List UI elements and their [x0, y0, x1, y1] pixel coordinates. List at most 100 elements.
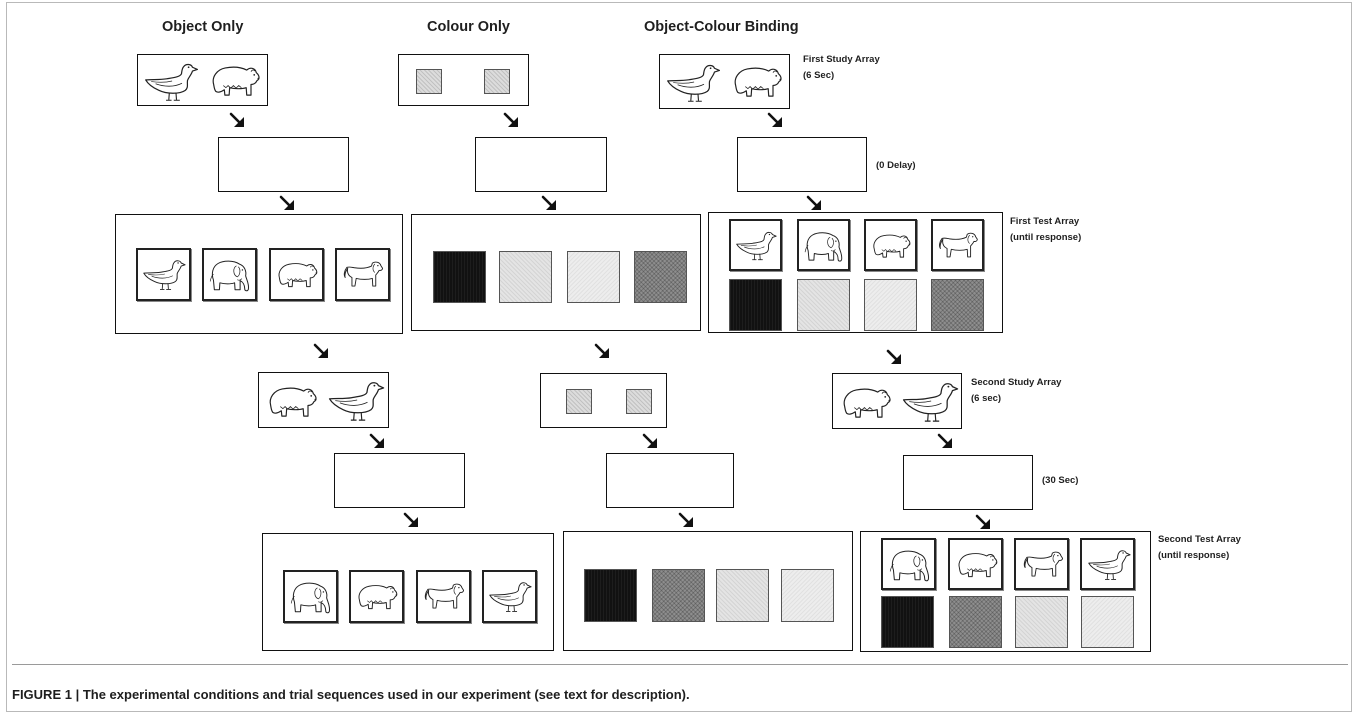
duck-icon: [902, 383, 959, 422]
arrow-icon: [678, 512, 695, 529]
colour-first-study-array: [398, 54, 529, 106]
colour-swatch: [949, 596, 1002, 648]
bear-icon: [358, 585, 398, 610]
arrow-icon: [403, 512, 420, 529]
bear-icon: [734, 67, 783, 97]
colour-swatch: [716, 569, 769, 622]
colour-swatch: [1015, 596, 1068, 648]
colour-second-blank-screen: [606, 453, 734, 508]
object-first-study-array: [137, 54, 268, 106]
arrow-icon: [886, 349, 903, 366]
object-second-study-array: [258, 372, 389, 428]
colour-first-test-array: [411, 214, 701, 331]
duck-icon: [1088, 550, 1131, 580]
dog-icon: [1023, 551, 1064, 577]
colour-swatch: [566, 389, 592, 414]
dog-icon: [424, 583, 465, 609]
arrow-icon: [642, 433, 659, 450]
colour-swatch: [499, 251, 552, 303]
binding-first-test-array: [708, 212, 1003, 333]
bear-icon: [843, 388, 892, 418]
colour-swatch: [781, 569, 834, 622]
colour-swatch: [931, 279, 984, 331]
bear-icon: [278, 263, 318, 288]
colour-swatch: [864, 279, 917, 331]
annotation-second-study-label: Second Study Array: [971, 377, 1062, 388]
colour-swatch: [881, 596, 934, 648]
colour-swatch: [584, 569, 637, 622]
colour-swatch: [416, 69, 442, 94]
arrow-icon: [937, 433, 954, 450]
annotation-first-study-label: First Study Array: [803, 54, 880, 65]
elephant-icon: [889, 550, 930, 582]
arrow-icon: [806, 195, 823, 212]
annotation-first-test: First Test Array (until response): [1010, 214, 1081, 246]
annotation-zero-delay: (0 Delay): [876, 160, 916, 171]
object-first-test-array: [115, 214, 403, 334]
elephant-icon: [209, 260, 250, 292]
arrow-icon: [313, 343, 330, 360]
annotation-first-test-label: First Test Array: [1010, 216, 1080, 227]
caption-divider: [12, 664, 1348, 665]
binding-test-card: [864, 219, 917, 271]
arrow-icon: [229, 112, 246, 129]
duck-icon: [736, 231, 777, 261]
annotation-second-test: Second Test Array (until response): [1158, 532, 1241, 564]
object-test-card: [335, 248, 390, 301]
object-test-card: [136, 248, 191, 301]
binding-second-blank-screen: [903, 455, 1033, 510]
colour-swatch: [567, 251, 620, 303]
binding-test-card: [797, 219, 850, 271]
annotation-thirty-sec: (30 Sec): [1042, 475, 1079, 486]
bear-icon: [269, 387, 318, 417]
object-test-card: [349, 570, 404, 623]
object-test-card: [416, 570, 471, 623]
annotation-second-test-duration: (until response): [1158, 550, 1230, 561]
colour-swatch: [484, 69, 510, 94]
annotation-second-study: Second Study Array (6 sec): [971, 375, 1061, 407]
arrow-icon: [975, 514, 992, 531]
binding-second-study-array: [832, 373, 962, 429]
arrow-icon: [767, 112, 784, 129]
figure-panel: [6, 2, 1352, 712]
colour-swatch: [729, 279, 782, 331]
binding-test-card: [931, 219, 984, 271]
colour-swatch: [634, 251, 687, 303]
arrow-icon: [279, 195, 296, 212]
binding-first-blank-screen: [737, 137, 867, 192]
object-second-blank-screen: [334, 453, 465, 508]
title-object-only: Object Only: [162, 19, 244, 35]
arrow-icon: [503, 112, 520, 129]
title-object-colour-binding: Object-Colour Binding: [644, 19, 799, 35]
object-first-blank-screen: [218, 137, 349, 192]
colour-swatch: [433, 251, 486, 303]
colour-swatch: [652, 569, 705, 622]
elephant-icon: [290, 582, 331, 614]
title-colour-only: Colour Only: [427, 19, 510, 35]
duck-icon: [143, 260, 186, 290]
arrow-icon: [541, 195, 558, 212]
duck-icon: [145, 63, 199, 101]
binding-test-card: [1080, 538, 1135, 590]
object-test-card: [202, 248, 257, 301]
bear-icon: [958, 553, 998, 578]
binding-test-card: [729, 219, 782, 271]
arrow-icon: [594, 343, 611, 360]
arrow-icon: [369, 433, 386, 450]
duck-icon: [667, 64, 721, 102]
annotation-first-test-duration: (until response): [1010, 232, 1082, 243]
binding-test-card: [948, 538, 1003, 590]
object-test-card: [482, 570, 537, 623]
binding-test-card: [881, 538, 936, 590]
bear-icon: [212, 66, 261, 96]
colour-second-test-array: [563, 531, 853, 651]
annotation-second-test-label: Second Test Array: [1158, 534, 1241, 545]
annotation-first-study: First Study Array (6 Sec): [803, 52, 880, 84]
annotation-first-study-duration: (6 Sec): [803, 70, 835, 81]
figure-caption: FIGURE 1 | The experimental conditions a…: [12, 687, 690, 702]
annotation-second-study-duration: (6 sec): [971, 393, 1002, 404]
colour-second-study-array: [540, 373, 667, 428]
bear-icon: [873, 234, 911, 258]
duck-icon: [328, 382, 385, 421]
colour-swatch: [1081, 596, 1134, 648]
